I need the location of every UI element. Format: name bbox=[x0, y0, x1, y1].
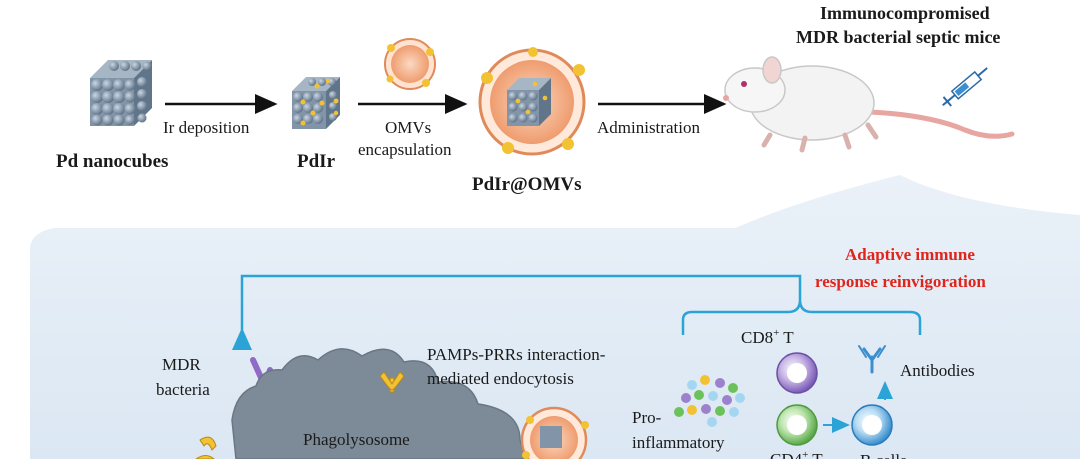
pd-nanocube-icon bbox=[90, 60, 152, 126]
adaptive-line1: Adaptive immune bbox=[845, 245, 975, 264]
pdir-omvs-label: PdIr@OMVs bbox=[472, 174, 582, 195]
pro-label: Pro- bbox=[632, 408, 662, 427]
cytokines-icon bbox=[674, 375, 745, 427]
bcells-label: B cells bbox=[860, 451, 907, 459]
pd-nanocubes-label: Pd nanocubes bbox=[56, 151, 168, 172]
antibodies-label: Antibodies bbox=[900, 361, 975, 380]
bcell-nucleus bbox=[862, 415, 882, 435]
receptor-left-icon bbox=[195, 436, 217, 459]
administration-label: Administration bbox=[597, 118, 700, 137]
pamps-line1: PAMPs-PRRs interaction- bbox=[427, 345, 606, 364]
mice-label-line2: MDR bacterial septic mice bbox=[796, 27, 1000, 47]
ir-deposition-label: Ir deposition bbox=[163, 118, 250, 137]
small-omv-icon bbox=[384, 38, 436, 90]
inflammatory-label: inflammatory bbox=[632, 433, 725, 452]
phagolysosome-label: Phagolysosome bbox=[303, 430, 410, 449]
cd8-nucleus bbox=[787, 363, 807, 383]
cd4-nucleus bbox=[787, 415, 807, 435]
svg-text:CD4+ T: CD4+ T bbox=[770, 449, 823, 459]
cd4-t-label: CD4+ T bbox=[770, 449, 823, 459]
phagocyte-cell bbox=[231, 348, 526, 459]
pdir-label: PdIr bbox=[297, 151, 336, 172]
mdr-label: MDR bbox=[162, 355, 201, 374]
receptor-icon bbox=[379, 371, 405, 393]
bacteria-label: bacteria bbox=[156, 380, 210, 399]
mouse-icon bbox=[723, 56, 1015, 153]
svg-text:CD8+ T: CD8+ T bbox=[741, 327, 794, 347]
feedback-bracket bbox=[232, 274, 802, 350]
antibody-icon bbox=[858, 345, 886, 374]
cd8-t-label: CD8+ T bbox=[741, 327, 794, 347]
pdir-cube-icon bbox=[292, 77, 340, 129]
lower-omv-icon bbox=[520, 406, 589, 459]
mice-label-line1: Immunocompromised bbox=[820, 3, 990, 23]
pdir-omvs-icon bbox=[478, 47, 586, 156]
adaptive-line2: response reinvigoration bbox=[815, 272, 986, 291]
omvs-label: OMVs bbox=[385, 118, 431, 137]
encapsulation-label: encapsulation bbox=[358, 140, 452, 159]
pamps-line2: mediated endocytosis bbox=[427, 369, 574, 388]
syringe-icon bbox=[942, 67, 988, 107]
adaptive-bracket bbox=[681, 299, 922, 335]
